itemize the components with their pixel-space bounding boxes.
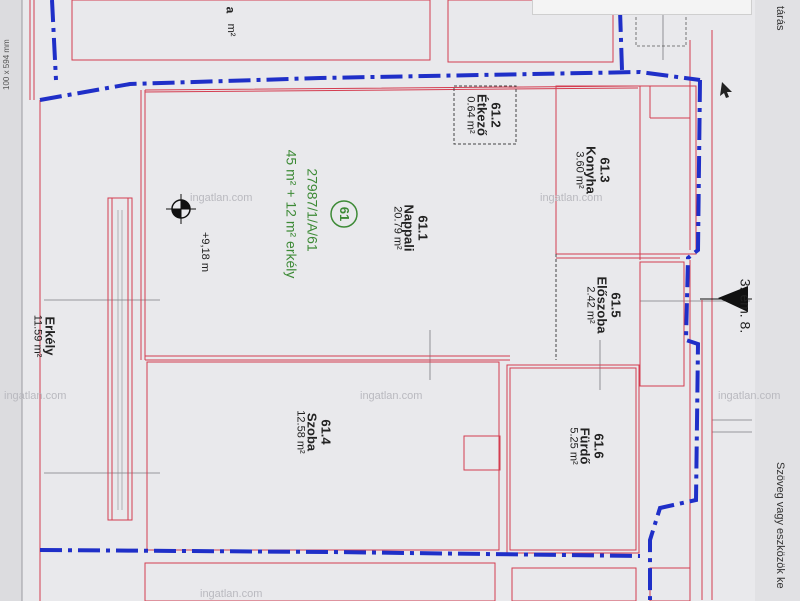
pdf-size-label: 100 x 594 mm xyxy=(2,39,11,90)
level-marker-icon xyxy=(166,194,196,224)
balcony-railing xyxy=(117,210,123,510)
watermark: ingatlan.com xyxy=(190,192,253,204)
room-label-erkely: Erkély 11.59 m² xyxy=(31,314,58,358)
walls xyxy=(29,0,713,601)
room-label-etkezo: 61.2 Étkező 0.64 m² xyxy=(464,94,504,136)
partial-room-label: a xyxy=(223,6,238,14)
watermark: ingatlan.com xyxy=(360,390,423,402)
side-panel-label-bottom[interactable]: Szöveg vagy eszközök ke xyxy=(774,462,786,589)
level-mark-text: +9,18 m xyxy=(198,231,211,273)
viewer-toolbar[interactable] xyxy=(532,0,752,15)
partial-room-area: m² xyxy=(224,23,237,37)
viewer-left-margin xyxy=(0,0,22,601)
viewer-right-panel xyxy=(755,0,800,601)
room-label-szoba: 61.4 Szoba 12.58 m² xyxy=(294,410,334,454)
apartment-size: 45 m² + 12 m² erkély xyxy=(283,149,300,279)
room-label-eloszoba: 61.5 Előszoba 2.42 m² xyxy=(584,276,624,334)
apartment-badge: 61 xyxy=(336,206,352,222)
apartment-parcel: 27987/1/A/61 xyxy=(304,168,321,252)
watermark: ingatlan.com xyxy=(200,588,263,600)
apartment-badge-circle xyxy=(330,200,358,228)
room-label-nappali: 61.1 Nappali 20.79 m² xyxy=(391,204,431,252)
apartment-boundary xyxy=(39,0,702,600)
floor-label: 3. em. 8. xyxy=(737,278,754,334)
watermark: ingatlan.com xyxy=(718,390,781,402)
room-label-konyha: 61.3 Konyha 3.60 m² xyxy=(573,146,613,194)
watermark: ingatlan.com xyxy=(4,390,67,402)
cursor-arrow-icon xyxy=(720,82,732,98)
room-label-furdo: 61.6 Fürdő 5.25 m² xyxy=(567,427,607,465)
side-panel-label-top: tárás xyxy=(774,6,786,31)
watermark: ingatlan.com xyxy=(540,192,603,204)
